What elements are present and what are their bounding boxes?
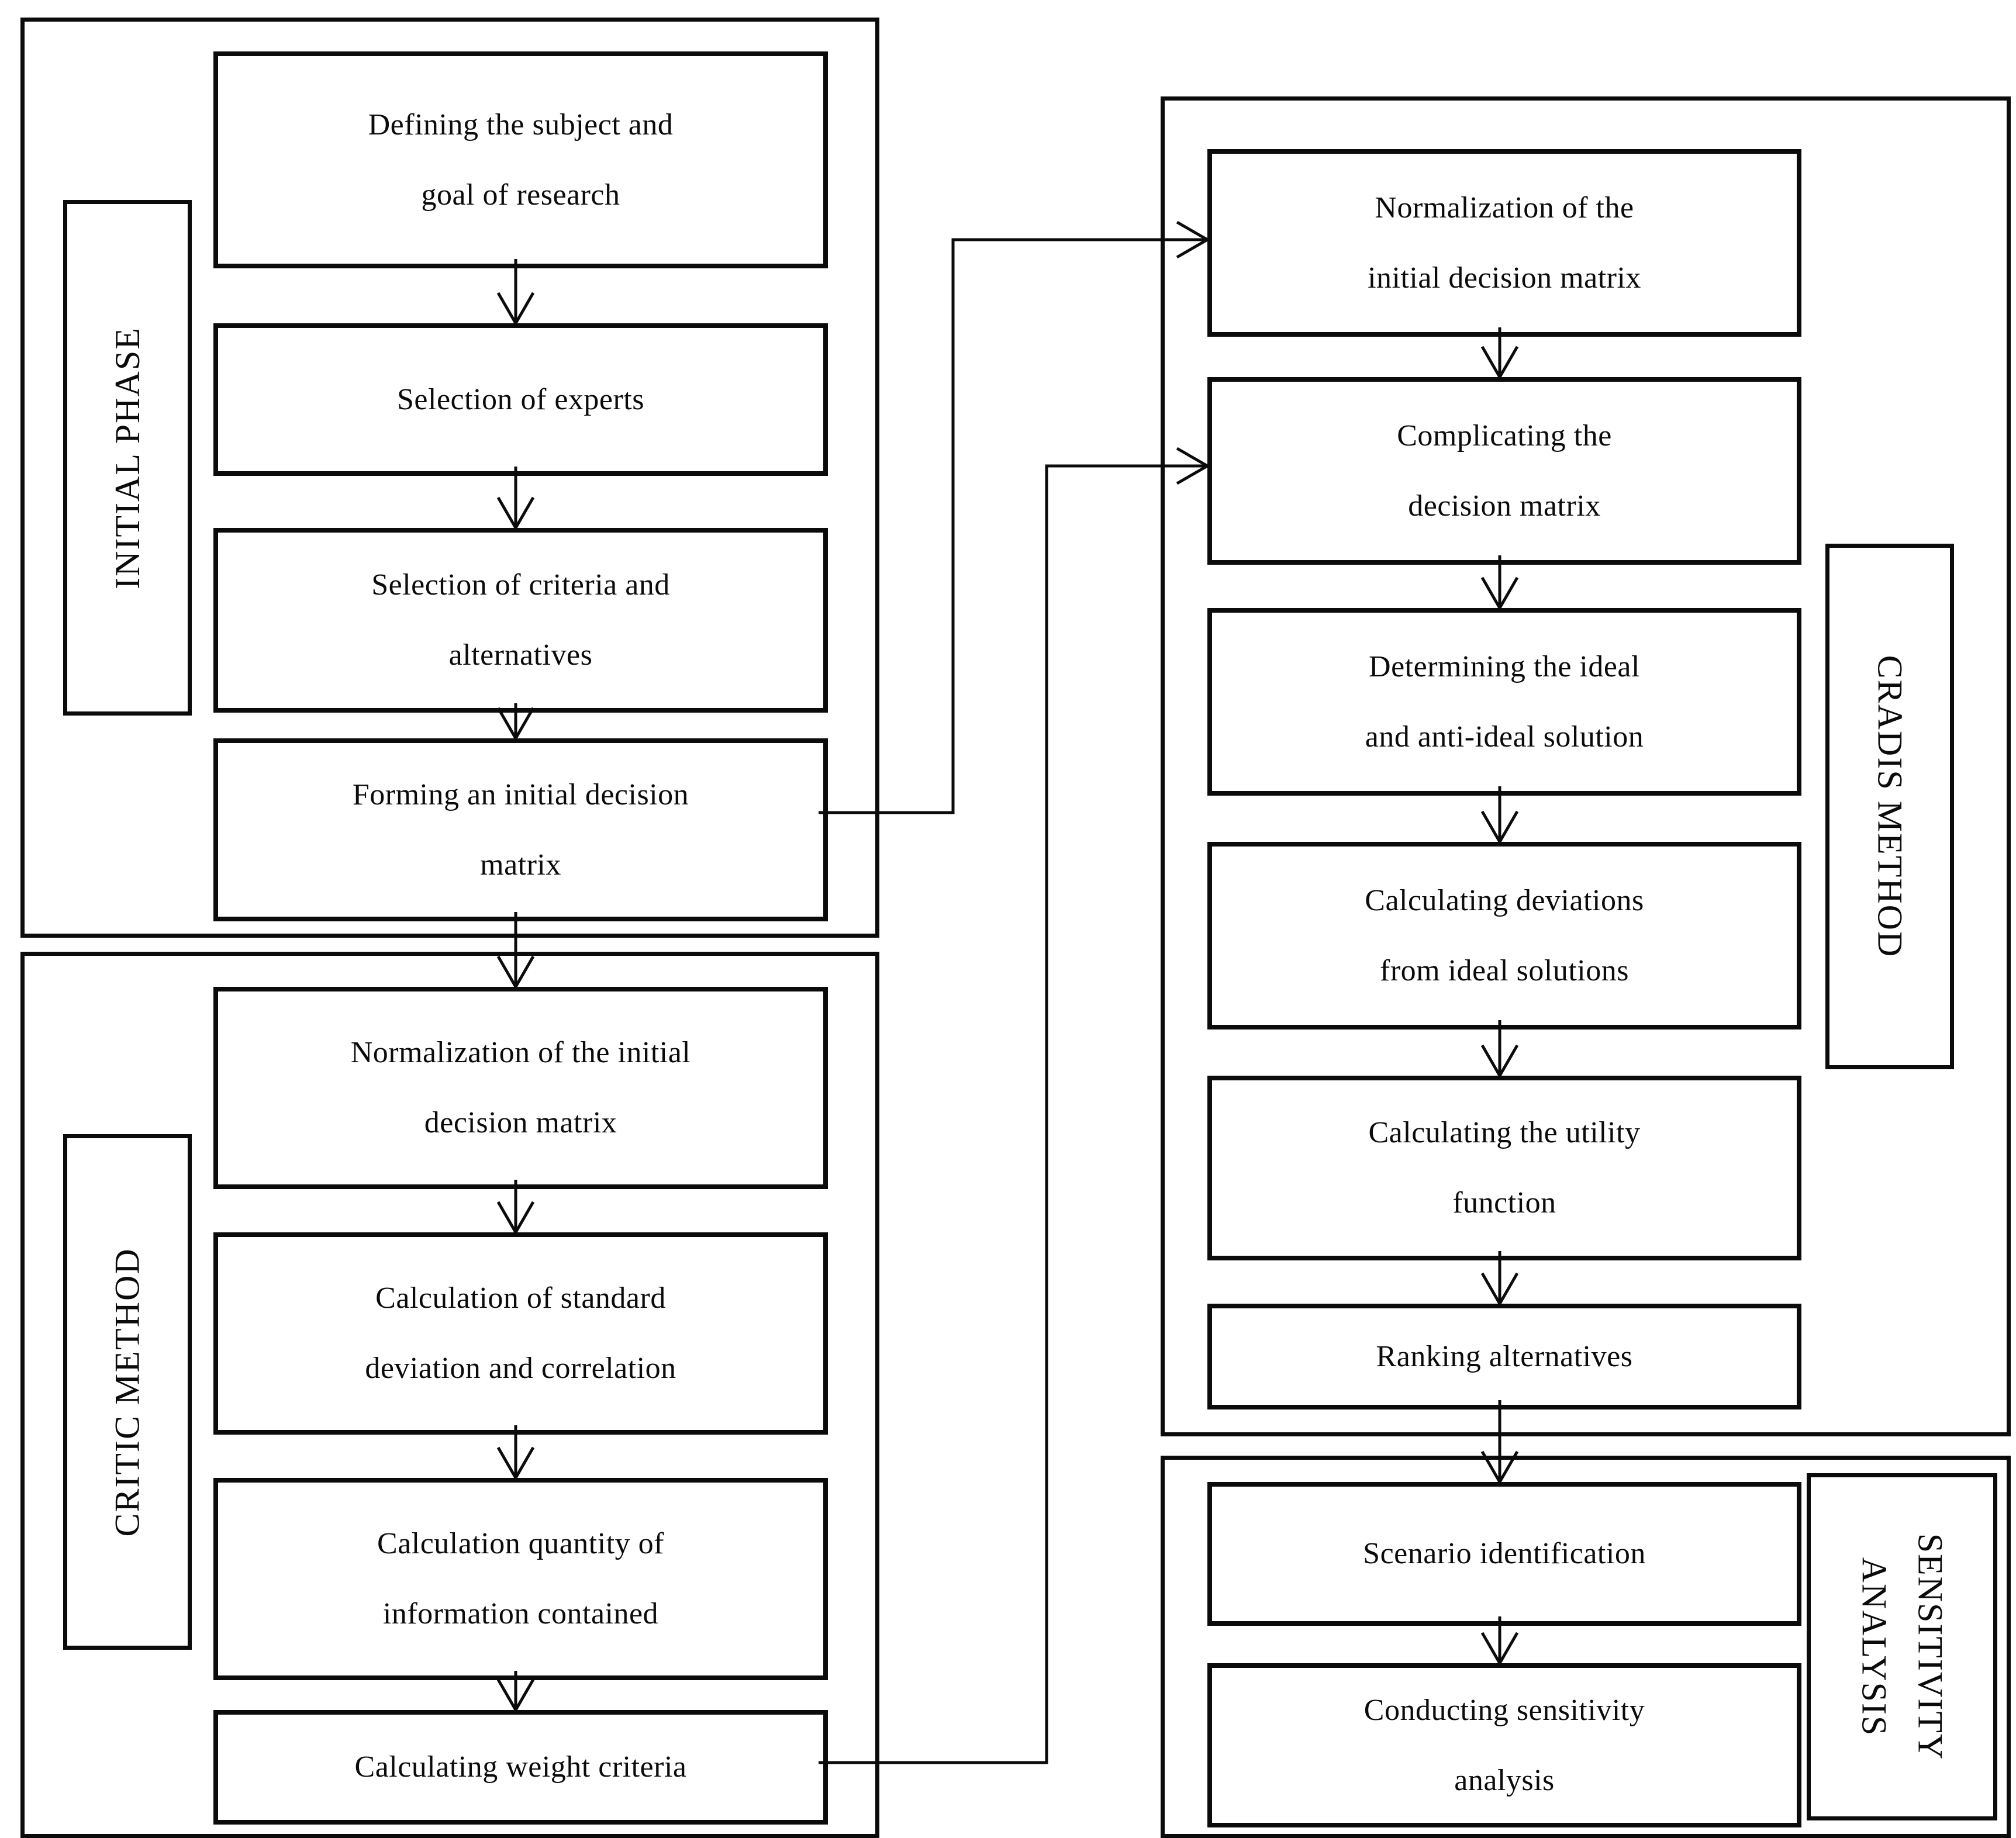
label-initial-phase: INITIAL PHASE <box>108 326 147 589</box>
box-line: Defining the subject and <box>368 108 674 141</box>
flow-box-ranking-alternatives: Ranking alternatives <box>1207 1304 1801 1409</box>
flow-box-text: Determining the ideal and anti-ideal sol… <box>1212 632 1797 772</box>
box-line: goal of research <box>421 178 620 212</box>
flow-box-text: Calculation of standard deviation and co… <box>218 1263 823 1403</box>
flow-box-text: Calculation quantity of information cont… <box>218 1509 823 1649</box>
box-line: Selection of criteria and <box>371 568 670 602</box>
box-line: initial decision matrix <box>1368 261 1641 295</box>
label-sensitivity-line: SENSITIVITY <box>1911 1533 1949 1761</box>
box-line: information contained <box>382 1597 659 1630</box>
flow-box-determining-ideal-antiideal: Determining the ideal and anti-ideal sol… <box>1207 608 1801 796</box>
flow-box-calculating-utility-function: Calculating the utility function <box>1207 1076 1801 1260</box>
box-line: Selection of experts <box>397 382 644 416</box>
flow-box-selection-of-experts: Selection of experts <box>213 323 828 476</box>
box-line: Calculating the utility <box>1368 1116 1641 1150</box>
box-line: Ranking alternatives <box>1376 1339 1633 1373</box>
box-line: Calculation quantity of <box>377 1527 664 1561</box>
flow-box-text: Scenario identification <box>1212 1519 1797 1589</box>
box-line: Calculating deviations <box>1365 883 1644 917</box>
box-line: from ideal solutions <box>1380 953 1629 987</box>
flow-box-critic-normalization: Normalization of the initial decision ma… <box>213 987 828 1189</box>
box-line: Complicating the <box>1397 419 1612 452</box>
flow-box-calc-quantity-information: Calculation quantity of information cont… <box>213 1478 828 1680</box>
box-line: Calculation of standard <box>375 1281 666 1315</box>
flow-box-text: Conducting sensitivity analysis <box>1212 1675 1797 1815</box>
label-box-cradis-method: CRADIS METHOD <box>1825 544 1954 1069</box>
box-line: decision matrix <box>1408 489 1601 523</box>
box-line: Forming an initial decision <box>352 778 689 811</box>
flow-box-text: Normalization of the initial decision ma… <box>218 1018 823 1158</box>
flow-box-selection-criteria-alternatives: Selection of criteria and alternatives <box>213 528 828 713</box>
label-box-initial-phase: INITIAL PHASE <box>63 200 192 716</box>
box-line: alternatives <box>448 638 593 672</box>
box-line: matrix <box>480 848 561 882</box>
flow-box-text: Complicating the decision matrix <box>1212 401 1797 541</box>
flow-box-forming-initial-decision-matrix: Forming an initial decision matrix <box>213 738 828 921</box>
flow-box-text: Calculating deviations from ideal soluti… <box>1212 866 1797 1006</box>
box-line: Determining the ideal <box>1369 649 1640 683</box>
flow-box-text: Ranking alternatives <box>1212 1322 1797 1392</box>
box-line: Normalization of the initial <box>350 1036 691 1070</box>
label-box-sensitivity-analysis: SENSITIVITY ANALYSIS <box>1807 1473 1997 1820</box>
flow-box-text: Defining the subject and goal of researc… <box>218 90 823 230</box>
flow-box-scenario-identification: Scenario identification <box>1207 1482 1801 1626</box>
box-line: decision matrix <box>424 1106 617 1139</box>
label-box-critic-method: CRITIC METHOD <box>63 1134 192 1650</box>
flow-box-text: Normalization of the initial decision ma… <box>1212 173 1797 313</box>
flow-box-cradis-normalization: Normalization of the initial decision ma… <box>1207 149 1801 337</box>
box-line: analysis <box>1454 1763 1555 1797</box>
flow-box-defining-subject-goal: Defining the subject and goal of researc… <box>213 51 828 268</box>
box-line: and anti-ideal solution <box>1365 720 1644 754</box>
box-line: Scenario identification <box>1363 1537 1646 1571</box>
box-line: function <box>1452 1186 1556 1219</box>
flow-box-text: Selection of criteria and alternatives <box>218 550 823 690</box>
flow-box-text: Forming an initial decision matrix <box>218 760 823 900</box>
flow-box-calculating-deviations: Calculating deviations from ideal soluti… <box>1207 842 1801 1029</box>
label-cradis-method: CRADIS METHOD <box>1870 655 1910 958</box>
box-line: deviation and correlation <box>365 1352 676 1385</box>
box-line: Calculating weight criteria <box>354 1750 687 1784</box>
box-line: Conducting sensitivity <box>1363 1693 1645 1727</box>
label-critic-method: CRITIC METHOD <box>108 1247 147 1537</box>
flow-box-text: Calculating the utility function <box>1212 1098 1797 1238</box>
flow-box-calc-std-dev-correlation: Calculation of standard deviation and co… <box>213 1232 828 1435</box>
flow-box-conducting-sensitivity-analysis: Conducting sensitivity analysis <box>1207 1663 1801 1827</box>
flow-box-complicating-decision-matrix: Complicating the decision matrix <box>1207 377 1801 565</box>
label-analysis-line: ANALYSIS <box>1855 1557 1893 1737</box>
box-line: Normalization of the <box>1375 191 1634 224</box>
label-sensitivity-analysis: SENSITIVITY ANALYSIS <box>1846 1533 1958 1761</box>
flow-box-calculating-weight-criteria: Calculating weight criteria <box>213 1710 828 1825</box>
flow-box-text: Calculating weight criteria <box>218 1732 823 1802</box>
flow-box-text: Selection of experts <box>218 365 823 435</box>
